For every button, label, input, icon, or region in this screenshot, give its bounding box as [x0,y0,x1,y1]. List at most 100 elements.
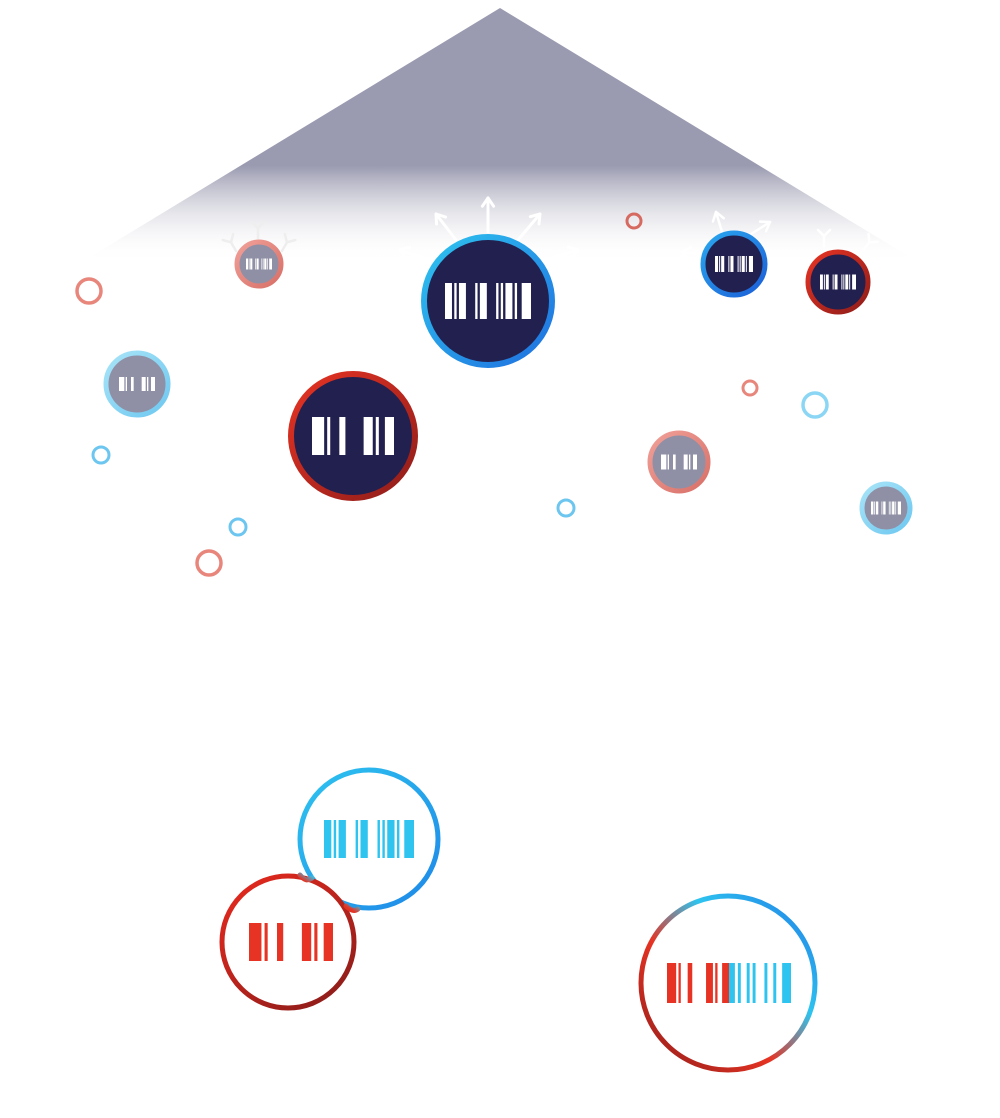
barcode-bar [897,501,901,515]
barcode-bar [277,923,284,961]
barcode-bar [404,820,414,858]
barcode-icon [312,417,394,455]
barcode-bar [264,923,268,961]
merged-cell [638,893,818,1073]
barcode-bar [852,274,856,290]
empty-ring [801,391,829,419]
barcode-bar [323,923,333,961]
center-red-cell [288,371,418,501]
barcode-bar [678,963,681,1003]
arrow-head [758,220,772,233]
barcode-bar [500,283,504,319]
barcode-icon [729,963,791,1003]
center-large-cell [421,234,555,368]
barcode-bar [387,820,395,858]
antibody-icon [816,228,832,248]
barcode-bar [339,417,346,455]
barcode-bar [269,258,272,270]
barcode-bar [250,258,253,270]
barcode-bar [871,501,874,515]
barcode-bar [845,274,849,290]
barcode-bar [739,256,741,272]
mid-faded-red-cell [647,430,711,494]
barcode-bar [458,283,466,319]
barcode-bar [689,454,691,470]
barcode-bar [360,820,368,858]
barcode-bar [249,923,262,961]
barcode-icon [246,258,272,270]
barcode-bar [706,963,713,1003]
barcode-bar [895,501,897,515]
barcode-bar [363,417,373,455]
arrow-icon [550,245,580,260]
barcode-bar [728,256,730,272]
barcode-bar [745,256,747,272]
arrow-shaft [746,220,772,238]
arrow-icon [711,210,726,234]
barcode-icon [324,820,414,858]
small-rings [75,212,829,577]
antibody-icon [221,232,238,253]
barcode-bar [841,274,843,290]
barcode-icon [820,274,856,290]
barcode-bar [475,283,478,319]
barcode-bar [496,283,499,319]
barcode-bar [892,501,895,515]
barcode-bar [505,283,513,319]
left-faded-red-cell [234,239,284,289]
arrow-shaft [680,250,702,256]
arrow-shaft [550,248,580,260]
division-neck [297,872,361,913]
barcode-bar [375,417,379,455]
cell-body [859,481,913,535]
empty-ring [228,517,248,537]
barcode-icon [667,963,729,1003]
dividing-cell-pair [219,767,441,1011]
barcode-bar [715,256,719,272]
antibody-stem [229,241,238,253]
barcode-bar [746,963,750,1003]
barcode-bar [479,283,487,319]
barcode-bar [248,258,250,270]
antibody-icon [280,232,297,253]
barcode-bar [888,501,890,515]
barcode-bar [874,501,876,515]
empty-ring [741,379,759,397]
barcode-bar [261,258,263,270]
arrow-icon [680,246,702,260]
barcode-bar [843,274,845,290]
barcode-bar [667,963,677,1003]
antibody-stem [861,241,871,252]
cell-body [234,239,284,289]
barcode-bar [355,820,359,858]
barcode-bar [875,501,879,515]
barcode-bar [312,417,325,455]
barcode-bar [338,820,346,858]
barcode-bar [262,258,264,270]
arrow-head [480,196,496,208]
barcode-bar [683,454,688,470]
barcode-bar [301,923,312,961]
cell-body [805,249,871,315]
arrow-head [566,245,580,260]
empty-ring [556,498,576,518]
arrow-icon [746,220,772,238]
antibody-stem [280,241,289,253]
barcode-bar [382,820,385,858]
cell-body [647,430,711,494]
signal-layer [221,196,879,260]
barcode-bar [729,963,735,1003]
arrow-head [434,212,448,226]
barcode-bar [521,283,531,319]
arrow-head [680,246,693,260]
barcode-bar [764,963,768,1003]
cell-body [288,371,418,501]
barcode-bar [125,377,127,391]
barcode-bar [151,377,155,391]
arrow-shaft [434,212,458,242]
daughter-cell-red [219,873,357,1011]
barcode-bar [693,454,697,470]
barcode-icon [871,501,901,515]
barcode-bar [673,454,676,470]
